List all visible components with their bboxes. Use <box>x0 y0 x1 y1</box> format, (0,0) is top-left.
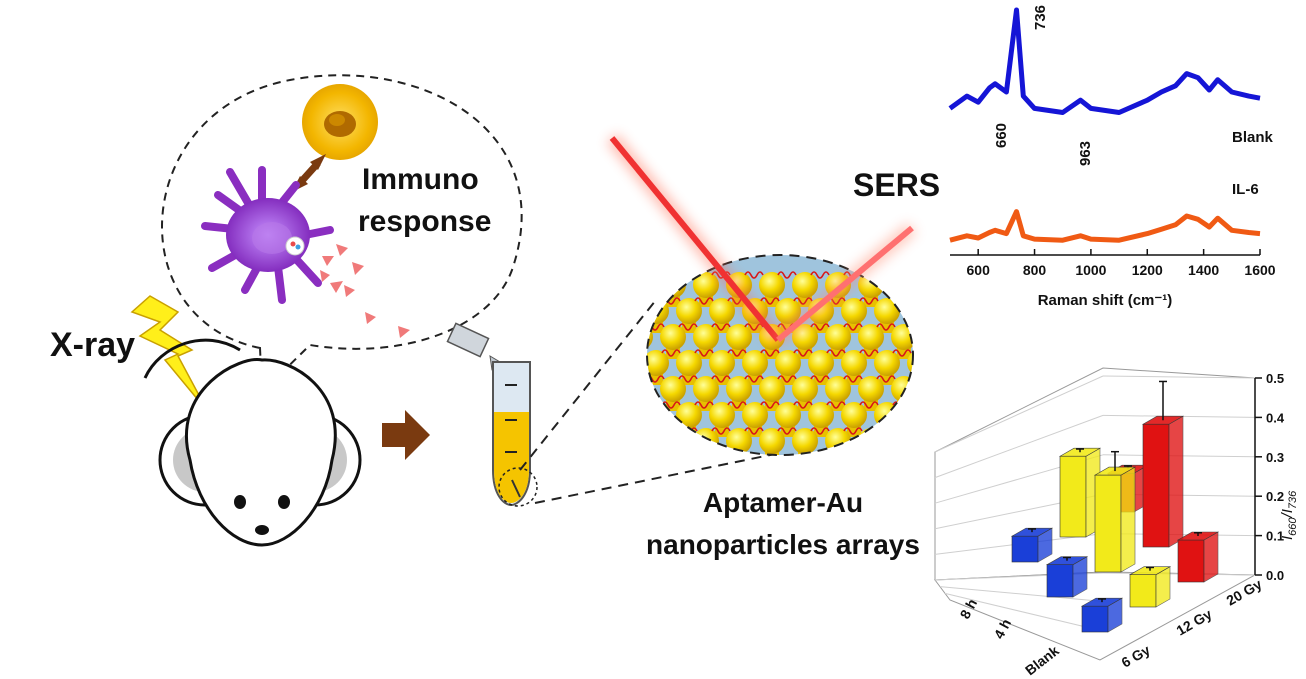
spectrum-x-tick-label: 1000 <box>1075 262 1106 278</box>
spectrum-x-tick-label: 1400 <box>1188 262 1219 278</box>
nanoparticle-array <box>646 254 914 456</box>
laser-beams <box>606 133 917 346</box>
z-tick-label: 0.1 <box>1266 529 1284 544</box>
bar-0-2 <box>1176 531 1220 583</box>
z-axis-label-sub1: 660 <box>1287 517 1299 536</box>
z-gridline <box>1102 375 1256 379</box>
spectrum-x-tick-label: 1200 <box>1132 262 1163 278</box>
bar-1-1 <box>1093 450 1137 573</box>
zoom-lines <box>519 299 781 504</box>
floor-gridline <box>939 586 1103 602</box>
blank-series-line <box>948 7 1261 115</box>
bar-0-1 <box>1128 566 1172 608</box>
series-label-il6: IL-6 <box>1232 181 1259 198</box>
z-axis-label-sep: /I <box>1279 509 1296 518</box>
process-arrow-icon <box>382 410 430 460</box>
3d-bar-chart: 0.00.10.20.30.40.5 I660/I736 8 h 4 h Bla… <box>934 367 1299 678</box>
test-tube-icon <box>492 361 538 507</box>
bar-2-1 <box>1058 447 1102 538</box>
aptamer-label-line2: nanoparticles arrays <box>646 529 920 560</box>
bar-1-2 <box>1141 380 1185 548</box>
immune-cell-icon <box>201 166 334 304</box>
z-tick-label: 0.0 <box>1266 568 1284 583</box>
lightning-bolt-icon <box>130 295 209 413</box>
xray-label: X-ray <box>50 326 136 364</box>
bar-1-0 <box>1045 556 1089 598</box>
immuno-response-label-line1: Immuno <box>362 163 479 196</box>
z-tick-label: 0.3 <box>1266 450 1284 465</box>
cytokine-icons <box>320 244 410 338</box>
immuno-response-label-line2: response <box>358 205 492 238</box>
z-tick-label: 0.4 <box>1266 410 1285 425</box>
raman-spectrum-chart: 600 800 1000 1200 1400 1600 660 736 963 Blank… <box>948 5 1276 309</box>
bar-0-0 <box>1080 597 1124 633</box>
aptamer-label-line1: Aptamer-Au <box>702 487 864 518</box>
z-axis-label: I660/I736 <box>1279 490 1299 540</box>
z-tick-label: 0.2 <box>1266 489 1284 504</box>
yellow-cell-icon <box>302 84 378 160</box>
floor-gridline <box>944 592 1102 632</box>
spectrum-x-axis-label: Raman shift (cm⁻¹) <box>1038 292 1173 309</box>
peak-label-736: 736 <box>1032 5 1049 30</box>
sers-label: SERS <box>853 167 941 203</box>
il6-series-line <box>949 209 1261 243</box>
z-gridline-side <box>934 375 1104 453</box>
bar-2-0 <box>1010 527 1054 563</box>
z-gridline-side <box>934 414 1104 479</box>
time-label-blank: Blank <box>1022 642 1062 678</box>
spectrum-x-tick-label: 1600 <box>1244 262 1275 278</box>
z-tick-label: 0.5 <box>1266 371 1284 386</box>
series-label-blank: Blank <box>1232 129 1274 146</box>
peak-label-660: 660 <box>993 123 1010 148</box>
thought-bubble <box>161 74 523 395</box>
peak-label-963: 963 <box>1077 141 1094 166</box>
z-axis-label-sub2: 736 <box>1287 490 1299 509</box>
spectrum-x-tick-label: 800 <box>1023 262 1047 278</box>
z-axis-label-i1: I <box>1279 536 1296 540</box>
spectrum-x-tick-label: 600 <box>967 262 991 278</box>
mouse-icon <box>143 338 362 547</box>
